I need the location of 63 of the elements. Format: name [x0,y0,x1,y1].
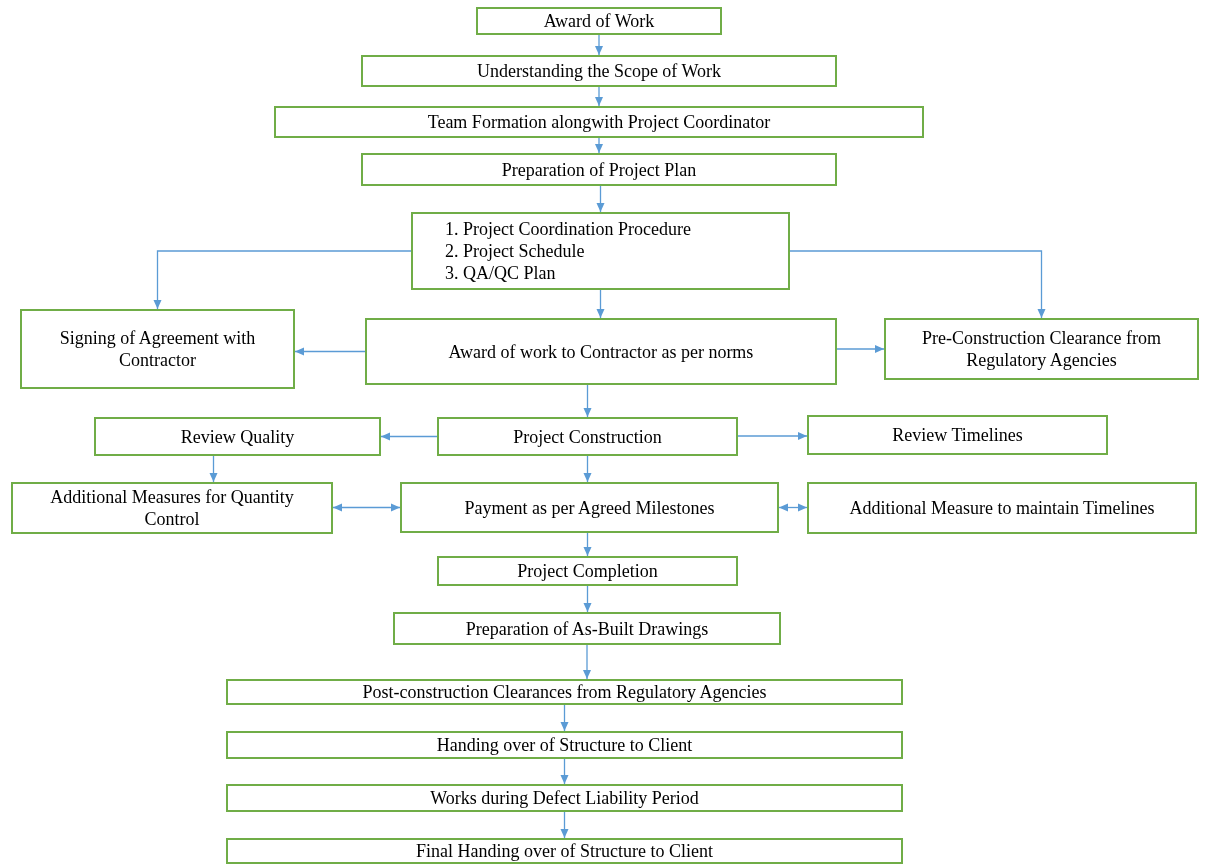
box-text: Review Quality [180,425,295,448]
box-text: Additional Measure to maintain Timelines [849,497,1155,519]
arrow [789,250,1046,319]
arrow [209,455,218,483]
arrow [583,585,592,613]
arrow [595,137,603,154]
process-box [365,318,837,385]
process-box [226,679,903,705]
box-text: Preparation of Project Plan [501,158,697,181]
arrow [596,289,605,319]
process-box [437,556,738,586]
arrow [332,503,401,512]
arrow [583,455,592,483]
process-box [226,731,903,759]
process-box [807,415,1108,455]
arrow [596,185,605,213]
box-text: Project Construction [513,425,662,448]
arrow [595,86,603,107]
process-box [361,153,837,186]
process-box [20,309,295,389]
box-text: Final Handing over of Structure to Client [416,840,713,862]
arrow [595,34,603,56]
box-text: Understanding the Scope of Work [476,60,722,82]
arrow [560,704,569,732]
box-text: 2. Project Schedule [445,240,585,262]
box-text: Works during Defect Liability Period [430,787,699,809]
process-box [400,482,779,533]
process-box [274,106,924,138]
arrow [737,432,808,440]
box-text: Project Completion [517,560,658,582]
box-text: 1. Project Coordination Procedure [445,218,691,240]
arrow [380,432,438,441]
box-text: Review Timelines [892,424,1023,446]
process-box [411,212,790,290]
process-box [226,838,903,864]
box-text: Signing of Agreement with Contractor [58,327,257,371]
process-box [884,318,1199,380]
process-box [476,7,722,35]
arrow [836,345,885,353]
process-box [393,612,781,645]
box-text: Team Formation alongwith Project Coordinator [427,111,771,133]
box-text: Pre-Construction Clearance from Regulatory Agencies [921,327,1162,371]
arrow [778,503,808,512]
box-text: Handing over of Structure to Client [436,734,693,756]
arrow [294,347,366,356]
box-text: Preparation of As-Built Drawings [465,617,709,640]
process-box [11,482,333,534]
process-box [226,784,903,812]
process-box [437,417,738,456]
arrow [153,250,412,310]
process-box [361,55,837,87]
arrow [560,811,569,839]
arrow [560,758,569,785]
box-text: 3. QA/QC Plan [445,262,556,284]
box-text: Award of Work [543,10,655,32]
arrow [583,532,592,557]
arrow [583,384,592,418]
box-text: Payment as per Agreed Milestones [464,496,715,519]
box-text: Award of work to Contractor as per norms [448,340,754,363]
box-text: Post-construction Clearances from Regulatory Agencies [362,681,767,703]
process-box [94,417,381,456]
process-box [807,482,1197,534]
box-text: Additional Measures for Quantity Control [49,486,295,530]
